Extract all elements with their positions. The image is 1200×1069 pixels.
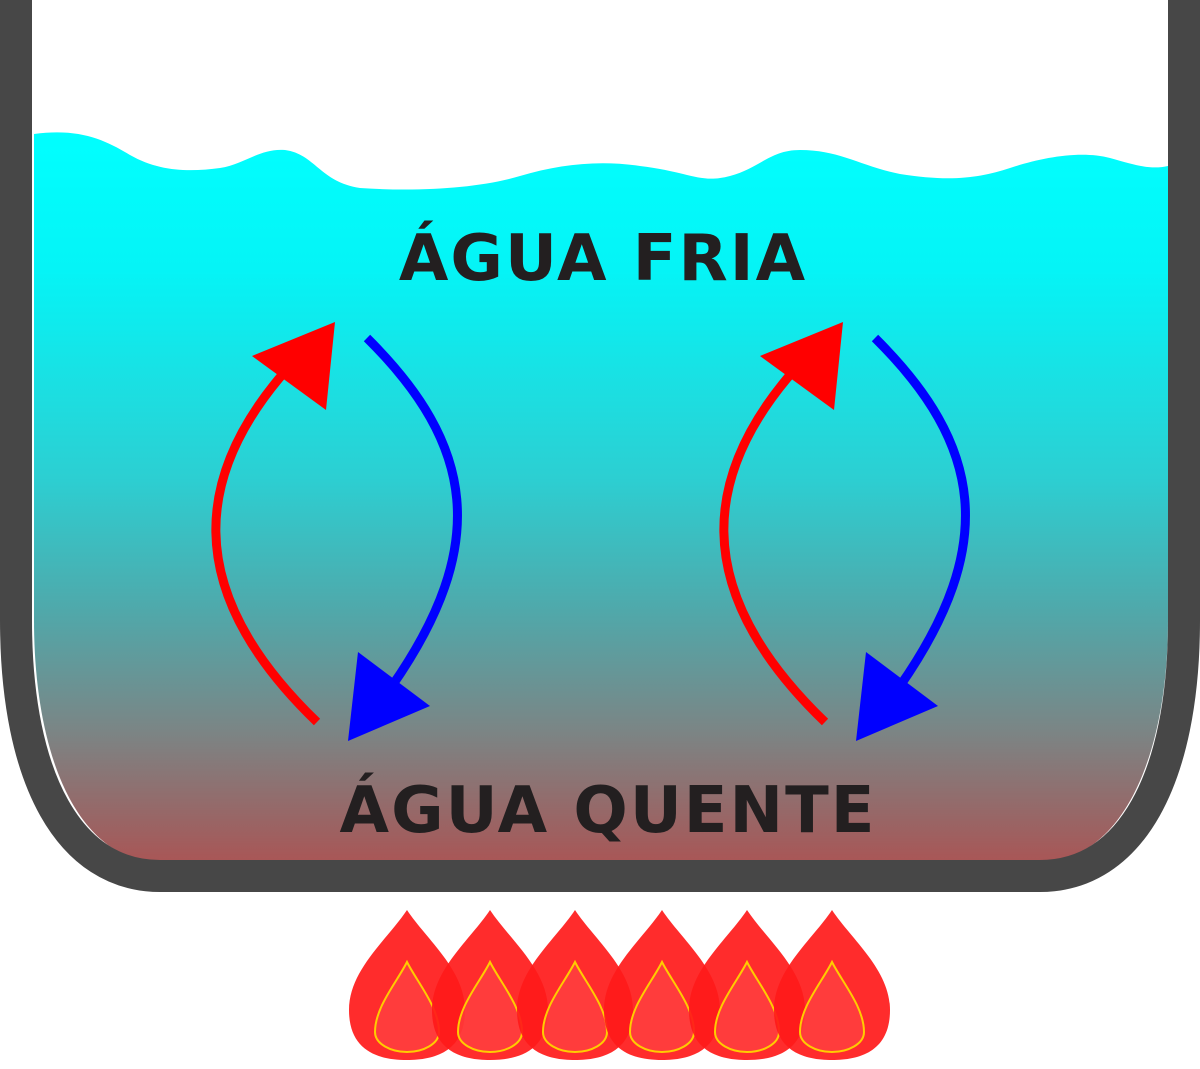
sinking-arrow-right-icon (871, 334, 970, 689)
convection-loop-right (719, 322, 970, 741)
sinking-arrowhead-left-icon (348, 652, 430, 741)
rising-arrowhead-right-icon (760, 322, 843, 410)
flame-icon (517, 910, 633, 1060)
sinking-arrow-left-icon (363, 334, 462, 689)
hot-water-label: ÁGUA QUENTE (340, 772, 877, 848)
rising-arrow-right-icon (719, 351, 829, 726)
convection-loop-left (211, 322, 462, 741)
flame-icon (774, 910, 890, 1060)
sinking-arrowhead-right-icon (856, 652, 938, 741)
cold-water-label: ÁGUA FRIA (399, 220, 807, 296)
burner-flames (349, 910, 890, 1060)
rising-arrowhead-left-icon (252, 322, 335, 410)
rising-arrow-left-icon (211, 351, 321, 726)
pot-wall (0, 0, 1200, 892)
